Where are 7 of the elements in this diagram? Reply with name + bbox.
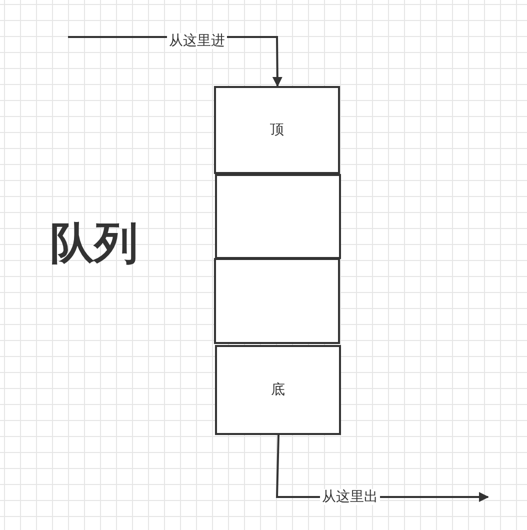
queue-cell: 顶 [214,86,340,174]
diagram-title: 队列 [50,218,138,270]
queue-cell [214,258,340,344]
queue-cell: 底 [215,345,341,435]
edge-label: 从这里出 [320,489,380,505]
queue-cell [215,174,341,259]
edge-label: 从这里进 [167,33,227,49]
